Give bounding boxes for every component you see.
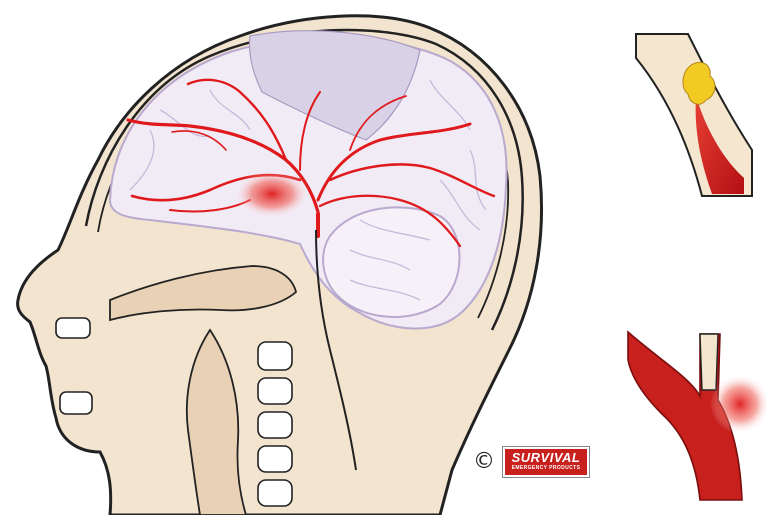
inset-ruptured-artery <box>628 332 767 500</box>
survival-logo: SURVIVAL EMERGENCY PRODUCTS <box>503 447 589 477</box>
logo-brand: SURVIVAL <box>505 450 587 465</box>
vessel-lumen <box>700 334 718 390</box>
vertebrae <box>258 342 292 506</box>
inset-blocked-artery <box>636 34 752 196</box>
copyright-symbol: © <box>471 449 497 475</box>
hemorrhage-spot <box>234 170 310 218</box>
logo-tagline: EMERGENCY PRODUCTS <box>505 465 587 472</box>
